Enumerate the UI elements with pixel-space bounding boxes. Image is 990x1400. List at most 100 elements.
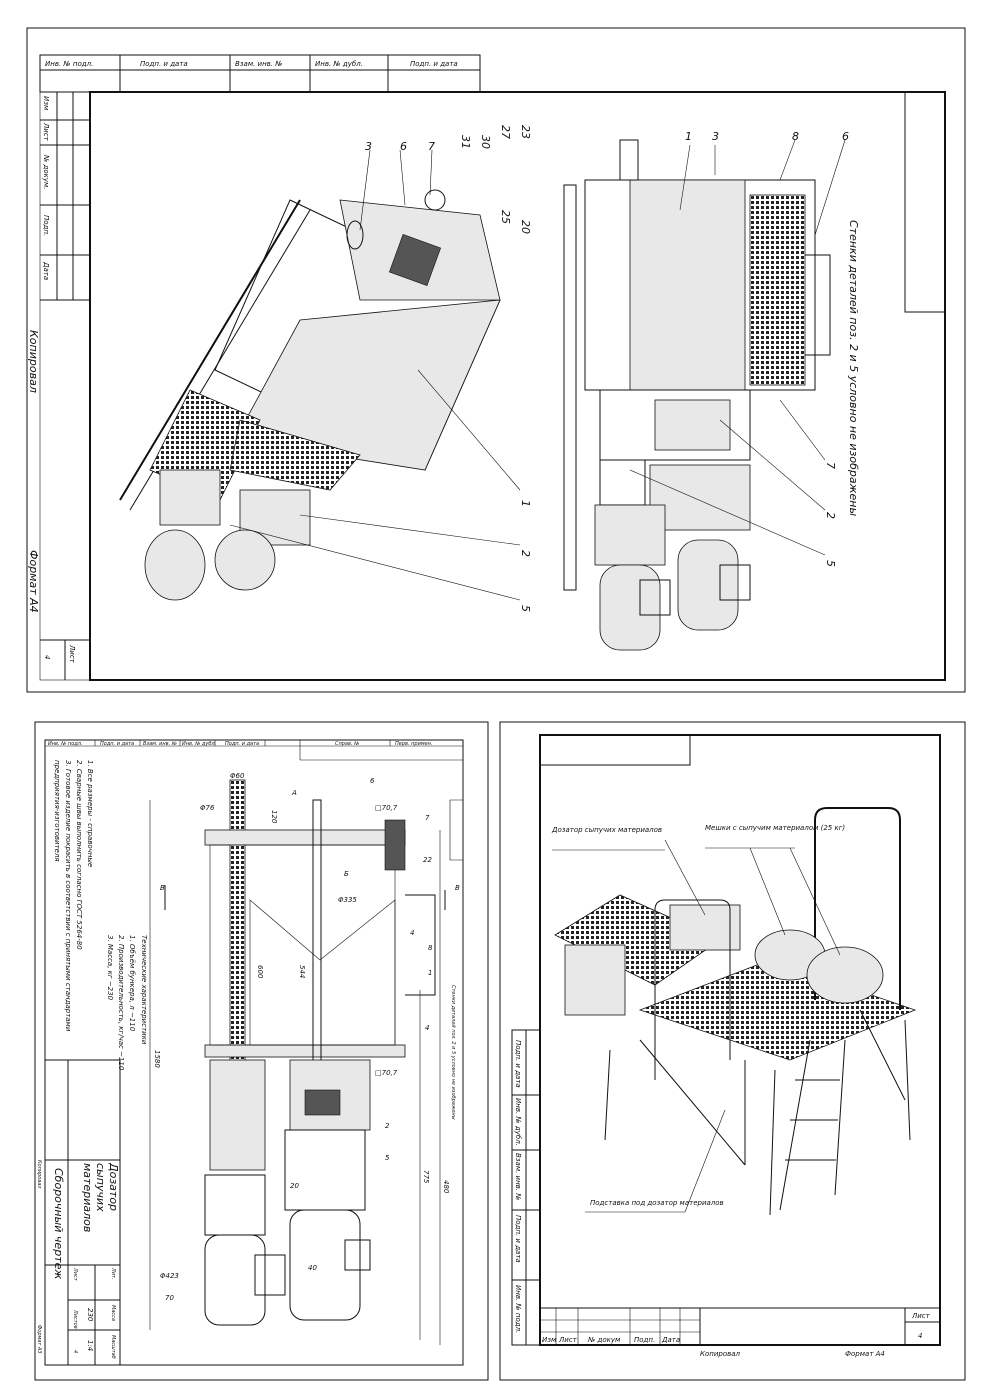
sheet-2: Инв. № подл. Подп. и дата Взам. инв. № И… <box>34 721 489 1381</box>
dim-label: 20 <box>290 1182 299 1190</box>
sheet-3-side-block: Инв. № подл. Подп. и дата Взам. инв. № И… <box>511 1029 541 1346</box>
dim-label: Φ335 <box>338 896 357 904</box>
copied-label: Копировал <box>700 1350 741 1358</box>
side-label: № докум. <box>42 154 50 190</box>
spec: 3. Масса, кг ~230 <box>106 935 114 1001</box>
side-label: Изм <box>42 96 50 111</box>
dim-label: □70,7 <box>375 1069 398 1077</box>
isometric-3d-view <box>554 807 917 1216</box>
dim-label: 600 <box>256 965 264 979</box>
sheet-label: Лист <box>911 1312 931 1320</box>
sheet-1: Инв. № подл. Подп. и дата Взам. инв. № И… <box>26 27 966 693</box>
isometric-assembly-view <box>119 189 501 601</box>
callout: 6 <box>842 130 849 143</box>
header-cell: Подп. и дата <box>410 60 458 68</box>
sheet-label: Лист <box>68 644 76 664</box>
tb-header: Листов <box>72 1309 78 1329</box>
tb-col: Дата <box>661 1336 680 1344</box>
sheet-number: 4 <box>918 1332 922 1340</box>
dim-label: 40 <box>308 1264 317 1272</box>
dim-label: 22 <box>423 856 432 864</box>
tb-header: Лит. <box>110 1267 116 1280</box>
callout: 8 <box>792 130 799 143</box>
side-label: Дата <box>42 261 50 280</box>
tb-col: № докум <box>587 1336 621 1344</box>
callout: 7 <box>824 462 837 469</box>
header-cell: Инв. № дубл. <box>182 741 216 747</box>
note: предприятия-изготовителя <box>53 760 61 862</box>
callout: 2 <box>385 1122 390 1130</box>
sheet-1-border <box>26 27 966 693</box>
wall-note: Стенки деталей поз. 2 и 5 условно не изо… <box>847 220 860 516</box>
dim-label: Φ76 <box>200 804 215 812</box>
header-cell: Подп. и дата <box>140 60 188 68</box>
sheet-2-header: Инв. № подл. Подп. и дата Взам. инв. № И… <box>45 740 463 861</box>
callout: 5 <box>824 560 837 567</box>
tb-col: Подп. <box>634 1336 655 1344</box>
mass: 230 <box>86 1308 94 1322</box>
callout: 4 <box>425 1024 429 1032</box>
side-label: Подп. и дата <box>514 1040 522 1088</box>
header-cell: Взам. инв. № <box>235 60 283 68</box>
callouts-right: 1 3 8 6 7 2 5 <box>629 130 849 567</box>
header-cell: Перв. примен. <box>395 741 433 747</box>
sheet-number: 4 <box>43 655 51 659</box>
sheet-1-header: Инв. № подл. Подп. и дата Взам. инв. № И… <box>39 54 481 93</box>
tb-header: Лист <box>72 1267 78 1282</box>
callout: 20 <box>519 220 532 234</box>
callout: 1 <box>428 969 432 977</box>
sheet-1-title-block: Изм Лист № докум. Подп. Дата Копировал Ф… <box>27 91 91 681</box>
drawing-title: Дозатор сыпучих материалов <box>81 1163 120 1233</box>
tb-header: Масса <box>110 1305 116 1321</box>
dim-label: В <box>160 884 165 892</box>
header-cell: Инв. № дубл. <box>315 60 363 68</box>
spec: 1. Объём бункера, л ~110 <box>128 935 136 1032</box>
specs-title: Технические характеристики <box>140 935 148 1045</box>
callout: 6 <box>400 140 407 153</box>
label-dispenser: Дозатор сыпучих материалов <box>551 826 662 834</box>
header-cell: Подп. и дата <box>225 741 259 747</box>
callout: 7 <box>425 814 430 822</box>
sheet-2-title-block: Дозатор сыпучих материалов Сборочный чер… <box>36 1059 121 1366</box>
callouts-left: 3 6 7 31 30 27 23 25 20 1 2 5 <box>229 125 532 612</box>
callout: 31 <box>459 135 472 149</box>
tb-col: Лист <box>558 1336 578 1344</box>
copied-label: Копировал <box>27 330 40 393</box>
dim-label: 544 <box>298 965 306 978</box>
dim-label: А <box>291 789 297 797</box>
document-type: Сборочный чертеж <box>52 1168 65 1279</box>
dim-label: 775 <box>422 1170 430 1184</box>
dim-label: 70 <box>165 1294 174 1302</box>
side-view <box>563 139 831 651</box>
format-label: Формат А3 <box>36 1325 42 1353</box>
callout: 1 <box>519 500 532 507</box>
note: 3. Готовое изделие покрасить в соответст… <box>64 760 72 1032</box>
callout: 3 <box>365 140 372 153</box>
dim-label: 120 <box>270 810 278 824</box>
header-cell: Справ. № <box>335 741 359 747</box>
dim-label: В <box>455 884 460 892</box>
callout: 5 <box>519 605 532 612</box>
copied-label: Копировал <box>36 1160 42 1189</box>
dim-label: Φ60 <box>230 772 245 780</box>
technical-notes: 1. Все размеры - справочные 2. Сварные ш… <box>53 760 456 1120</box>
scale: 1:4 <box>86 1340 94 1351</box>
callout: 23 <box>519 125 532 139</box>
callout: 6 <box>370 777 375 785</box>
dim-label: Б <box>344 870 349 878</box>
side-label: Инв. № дубл. <box>514 1098 522 1146</box>
callout: 1 <box>685 130 692 143</box>
format-label: Формат А4 <box>845 1350 885 1358</box>
note: 1. Все размеры - справочные <box>86 760 94 867</box>
format-label: Формат А4 <box>27 550 40 613</box>
dim-label: 480 <box>442 1180 450 1194</box>
sheet-1-frame <box>89 91 946 681</box>
header-cell: Инв. № подл. <box>48 741 83 747</box>
callout: 2 <box>519 550 532 557</box>
tb-header: Масштаб <box>110 1335 116 1359</box>
label-stand: Подставка под дозатор материалов <box>590 1199 724 1207</box>
dim-label: Φ423 <box>160 1272 179 1280</box>
callout: 30 <box>479 135 492 149</box>
side-label: Взам. инв. № <box>514 1153 522 1201</box>
header-cell: Подп. и дата <box>100 741 134 747</box>
